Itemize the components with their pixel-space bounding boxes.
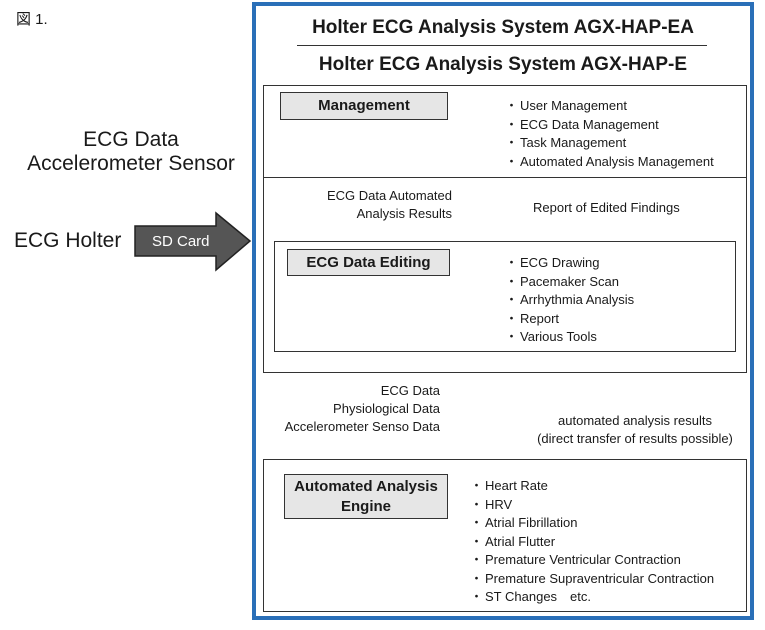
editing-label: ECG Data Editing [287, 249, 450, 276]
flow1-right-text: Report of Edited Findings [533, 200, 680, 215]
flow2-left-line-3: Accelerometer Senso Data [284, 419, 440, 434]
input-data-line-1: ECG Data [83, 128, 179, 151]
input-data-line-2: Accelerometer Sensor [27, 152, 235, 175]
flow1-left-text: ECG Data Automated Analysis Results [280, 187, 452, 223]
flow1-left-line-1: ECG Data Automated [326, 188, 452, 203]
list-item: Premature Ventricular Contraction [470, 551, 714, 570]
list-item: ECG Drawing [505, 254, 634, 273]
system-title-e: Holter ECG Analysis System AGX-HAP-E [318, 54, 688, 75]
section-divider [263, 177, 747, 178]
flow2-left-text: ECG Data Physiological Data Acceleromete… [262, 382, 440, 436]
list-item: Various Tools [505, 328, 634, 347]
flow2-right-line-1: automated analysis results [558, 413, 712, 428]
device-label: ECG Holter [14, 229, 122, 252]
engine-label-line-1: Automated Analysis [294, 478, 438, 495]
list-item: HRV [470, 496, 714, 515]
engine-list: Heart Rate HRV Atrial Fibrillation Atria… [470, 477, 714, 607]
list-item: ECG Data Management [505, 116, 714, 135]
list-item: Premature Supraventricular Contraction [470, 570, 714, 589]
list-item: Pacemaker Scan [505, 273, 634, 292]
list-item: Automated Analysis Management [505, 153, 714, 172]
list-item: Arrhythmia Analysis [505, 291, 634, 310]
engine-label-line-2: Engine [340, 498, 391, 515]
figure-label: 図 1. [16, 11, 48, 28]
flow2-left-line-2: Physiological Data [333, 401, 440, 416]
flow2-left-line-1: ECG Data [380, 383, 440, 398]
list-item: ST Changes etc. [470, 588, 714, 607]
list-item: Atrial Fibrillation [470, 514, 714, 533]
list-item: Task Management [505, 134, 714, 153]
system-title-ea: Holter ECG Analysis System AGX-HAP-EA [312, 17, 694, 38]
flow2-right-text: automated analysis results (direct trans… [520, 412, 750, 448]
management-label: Management [280, 92, 448, 120]
input-data-label: ECG Data Accelerometer Sensor [0, 128, 262, 176]
flow1-left-line-2: Analysis Results [356, 206, 452, 221]
sd-card-arrow [134, 211, 252, 272]
management-list: User Management ECG Data Management Task… [505, 97, 714, 171]
sd-card-label: SD Card [152, 233, 210, 250]
list-item: Report [505, 310, 634, 329]
list-item: User Management [505, 97, 714, 116]
editing-list: ECG Drawing Pacemaker Scan Arrhythmia An… [505, 254, 634, 347]
engine-label: Automated Analysis Engine [284, 474, 448, 519]
list-item: Heart Rate [470, 477, 714, 496]
title-divider [297, 45, 707, 46]
list-item: Atrial Flutter [470, 533, 714, 552]
flow2-right-line-2: (direct transfer of results possible) [537, 431, 733, 446]
